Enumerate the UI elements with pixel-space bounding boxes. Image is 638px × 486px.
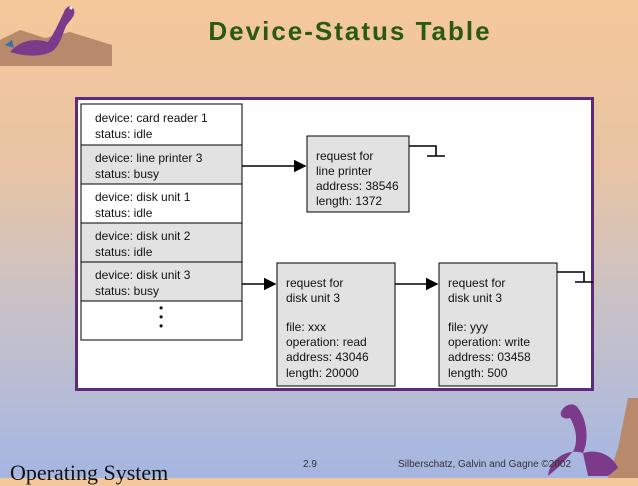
footer-page-number: 2.9 bbox=[303, 459, 317, 470]
device-label: device: disk unit 2 bbox=[95, 229, 191, 243]
request-box-line-printer: request for line printer address: 38546 … bbox=[306, 135, 410, 213]
device-label: device: line printer 3 bbox=[95, 151, 203, 165]
footer-credit: Silberschatz, Galvin and Gagne ©2002 bbox=[398, 459, 572, 470]
null-pointer-icon bbox=[409, 145, 445, 157]
request-lines: request for line printer address: 38546 … bbox=[316, 149, 402, 208]
request-box-border bbox=[306, 135, 410, 213]
dinosaur-bottom-decoration bbox=[538, 398, 638, 478]
status-label: status: busy bbox=[95, 284, 159, 298]
status-label: status: idle bbox=[95, 127, 153, 141]
device-row-disk-unit-2 bbox=[80, 222, 243, 263]
device-label: device: card reader 1 bbox=[95, 111, 208, 125]
device-row-disk-unit-1 bbox=[80, 183, 243, 224]
device-label: device: disk unit 1 bbox=[95, 190, 191, 204]
request-box-disk-2: request for disk unit 3 file: yyy operat… bbox=[438, 262, 558, 387]
device-table: device: card reader 1 status: idle devic… bbox=[80, 103, 243, 341]
dinosaur-body-icon bbox=[583, 451, 618, 476]
rock-icon bbox=[5, 40, 14, 48]
rock-shape bbox=[608, 398, 638, 478]
request-box-disk-1: request for disk unit 3 file: xxx operat… bbox=[276, 262, 396, 387]
device-row-card-reader bbox=[80, 103, 243, 146]
dinosaur-icon bbox=[548, 404, 587, 476]
device-row-disk-unit-3 bbox=[80, 261, 243, 302]
dinosaur-eye-icon bbox=[69, 6, 73, 10]
request-lines: request for disk unit 3 file: xxx operat… bbox=[286, 276, 372, 380]
status-label: status: idle bbox=[95, 206, 153, 220]
footer-course-title: Operating System bbox=[10, 460, 169, 485]
device-label: device: disk unit 3 bbox=[95, 268, 191, 282]
dinosaur-top-decoration bbox=[0, 0, 112, 66]
device-row-line-printer bbox=[80, 144, 243, 185]
dinosaur-icon bbox=[10, 6, 75, 56]
request-box-border bbox=[438, 262, 558, 387]
request-lines: request for disk unit 3 file: yyy operat… bbox=[448, 276, 534, 380]
status-label: status: idle bbox=[95, 245, 153, 259]
null-pointer-icon bbox=[557, 271, 593, 283]
rock-shape bbox=[0, 30, 112, 66]
slide-title: Device-Status Table bbox=[208, 16, 492, 46]
status-label: status: busy bbox=[95, 167, 159, 181]
ellipsis-dots: • • • bbox=[159, 301, 167, 333]
request-box-border bbox=[276, 262, 396, 387]
